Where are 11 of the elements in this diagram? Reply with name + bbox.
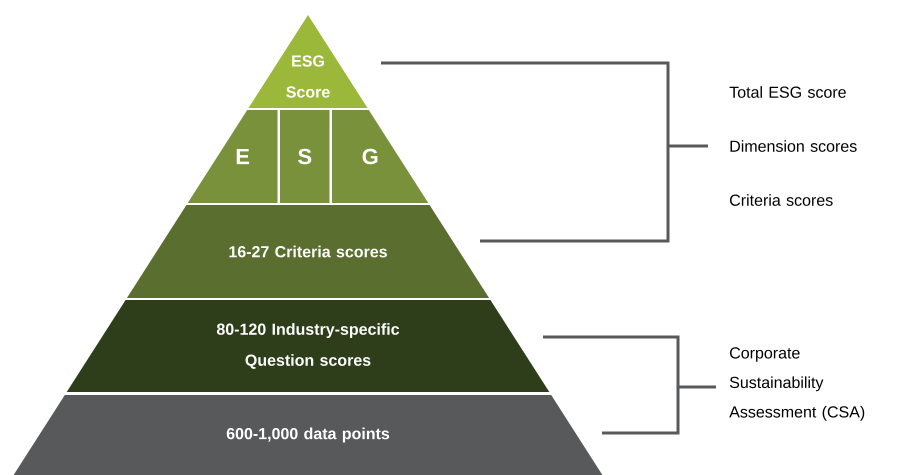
pyramid-tier: 16-27 Criteria scores <box>126 205 490 298</box>
side-label: Criteria scores <box>730 194 833 206</box>
pyramid-tier: S <box>280 110 330 203</box>
pyramid-tier: 80-120 Industry-specific Question scores <box>66 300 550 392</box>
pyramid-tier: 600-1,000 data points <box>14 395 602 475</box>
side-label: Total ESG score <box>730 86 846 98</box>
side-label: Corporate Sustainability Assessment (CSA) <box>729 347 864 421</box>
pyramid-tier: G <box>332 110 428 203</box>
pyramid-tier: ESG Score <box>248 15 368 108</box>
pyramid-tier: E <box>188 110 278 203</box>
side-label: Dimension scores <box>730 140 857 152</box>
